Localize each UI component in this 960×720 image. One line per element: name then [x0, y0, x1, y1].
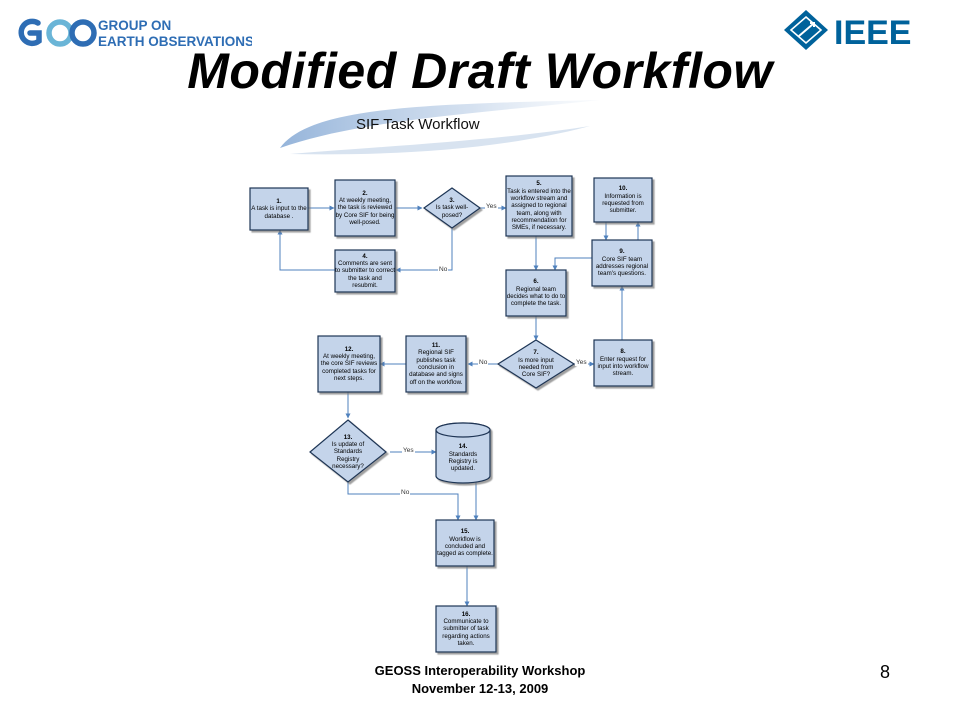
edge-label-3-yes: Yes — [485, 203, 498, 210]
node-8-number: 8. — [620, 348, 626, 356]
node-14-number: 14. — [458, 443, 468, 451]
workflow-diagram-title: SIF Task Workflow — [356, 116, 480, 133]
node-6-text: Regional team decides what to do to comp… — [506, 285, 566, 308]
node-10: 10. Information is requested from submit… — [594, 178, 652, 222]
node-7-diamond — [496, 339, 576, 389]
page-number: 8 — [880, 662, 891, 682]
node-12-text: At weekly meeting, the core SIF reviews … — [320, 353, 378, 382]
slide-title: Modified Draft Workflow — [187, 43, 773, 99]
node-5-box — [505, 175, 573, 237]
node-3-diamond — [422, 187, 482, 229]
node-1-number: 1. — [276, 198, 282, 206]
arrow-13-15 — [347, 482, 461, 521]
node-7-text: Is more input needed from Core SIF? — [518, 356, 554, 379]
node-2-number: 2. — [362, 189, 368, 197]
node-15-text: Workflow is concluded and tagged as comp… — [437, 535, 493, 558]
node-13: 13. Is update of Standards Registry nece… — [322, 434, 374, 470]
node-8: 8. Enter request for input into workflow… — [594, 340, 652, 386]
node-6: 6. Regional team decides what to do to c… — [506, 270, 566, 316]
node-13-text: Is update of Standards Registry necessar… — [331, 441, 365, 470]
workflow-flowchart: 1. A task is input to the database . 2. … — [240, 160, 680, 660]
geo-logo: GROUP ON EARTH OBSERVATIONS — [18, 18, 252, 49]
flow-arrows — [277, 205, 641, 607]
node-6-number: 6. — [533, 278, 539, 286]
edge-label-3-no: No — [438, 266, 449, 273]
node-1: 1. A task is input to the database . — [250, 188, 308, 230]
arrow-9-6 — [552, 257, 592, 271]
node-5-text: Task is entered into the workflow stream… — [507, 187, 571, 232]
node-16-text: Communicate to submitter of task regardi… — [442, 618, 490, 647]
node-11: 11. Regional SIF publishes task conclusi… — [406, 336, 466, 392]
arrow-3-4 — [395, 228, 453, 273]
ieee-logo: IEEE — [784, 10, 911, 52]
footer-workshop: GEOSS Interoperability Workshop — [374, 663, 586, 678]
footer: GEOSS Interoperability Workshop November… — [0, 662, 960, 697]
node-12-box — [317, 335, 381, 393]
ieee-wordmark: IEEE — [834, 14, 911, 52]
node-13-diamond — [309, 419, 387, 483]
node-11-box — [405, 335, 467, 393]
node-12-number: 12. — [344, 345, 354, 353]
node-4-box — [334, 249, 396, 293]
geo-logo-line1: GROUP ON — [98, 18, 171, 33]
edge-label-7-yes: Yes — [575, 359, 588, 366]
node-5-number: 5. — [536, 180, 542, 188]
node-2: 2. At weekly meeting, the task is review… — [335, 180, 395, 236]
arrow-4-1 — [277, 229, 335, 271]
node-10-number: 10. — [618, 185, 628, 193]
node-10-box — [593, 177, 653, 223]
edge-label-7-no: No — [478, 359, 489, 366]
node-9: 9. Core SIF team addresses regional team… — [592, 240, 652, 286]
ieee-diamond-icon — [784, 10, 828, 50]
node-11-number: 11. — [431, 342, 441, 350]
node-8-box — [593, 339, 653, 387]
node-14-text: Standards Registry is updated. — [448, 450, 478, 473]
node-16-box — [435, 605, 497, 653]
node-14: 14. Standards Registry is updated. — [438, 440, 488, 476]
node-13-number: 13. — [343, 433, 353, 441]
node-6-box — [505, 269, 567, 317]
node-4-number: 4. — [362, 252, 368, 260]
node-3: 3. Is task well-posed? — [430, 194, 474, 222]
node-1-box — [249, 187, 309, 231]
node-16: 16. Communicate to submitter of task reg… — [436, 606, 496, 652]
node-7: 7. Is more input needed from Core SIF? — [512, 349, 560, 379]
node-9-text: Core SIF team addresses regional team's … — [595, 255, 649, 278]
node-15: 15. Workflow is concluded and tagged as … — [436, 520, 494, 566]
geo-logo-line2: EARTH OBSERVATIONS — [98, 34, 252, 49]
node-3-number: 3. — [449, 197, 455, 205]
node-4: 4. Comments are sent to submitter to cor… — [335, 250, 395, 292]
node-9-box — [591, 239, 653, 287]
node-3-text: Is task well-posed? — [435, 204, 469, 219]
node-4-text: Comments are sent to submitter to correc… — [335, 260, 395, 289]
edge-label-13-no: No — [400, 489, 411, 496]
node-1-text: A task is input to the database . — [251, 205, 307, 220]
node-11-text: Regional SIF publishes task conclusion i… — [409, 349, 463, 386]
node-8-text: Enter request for input into workflow st… — [597, 355, 649, 378]
footer-date: November 12-13, 2009 — [411, 680, 549, 696]
node-5: 5. Task is entered into the workflow str… — [506, 176, 572, 236]
edge-label-13-yes: Yes — [402, 447, 415, 454]
node-14-cylinder-top — [435, 422, 491, 438]
node-10-text: Information is requested from submitter. — [602, 192, 644, 215]
node-7-number: 7. — [533, 349, 539, 357]
node-15-number: 15. — [460, 528, 470, 536]
node-16-number: 16. — [461, 610, 471, 618]
swoosh-decoration — [280, 100, 600, 155]
node-2-box — [334, 179, 396, 237]
geo-logo-mark — [18, 18, 97, 47]
node-2-text: At weekly meeting, the task is reviewed … — [335, 197, 395, 226]
node-12: 12. At weekly meeting, the core SIF revi… — [318, 336, 380, 392]
node-9-number: 9. — [619, 248, 625, 256]
node-15-box — [435, 519, 495, 567]
